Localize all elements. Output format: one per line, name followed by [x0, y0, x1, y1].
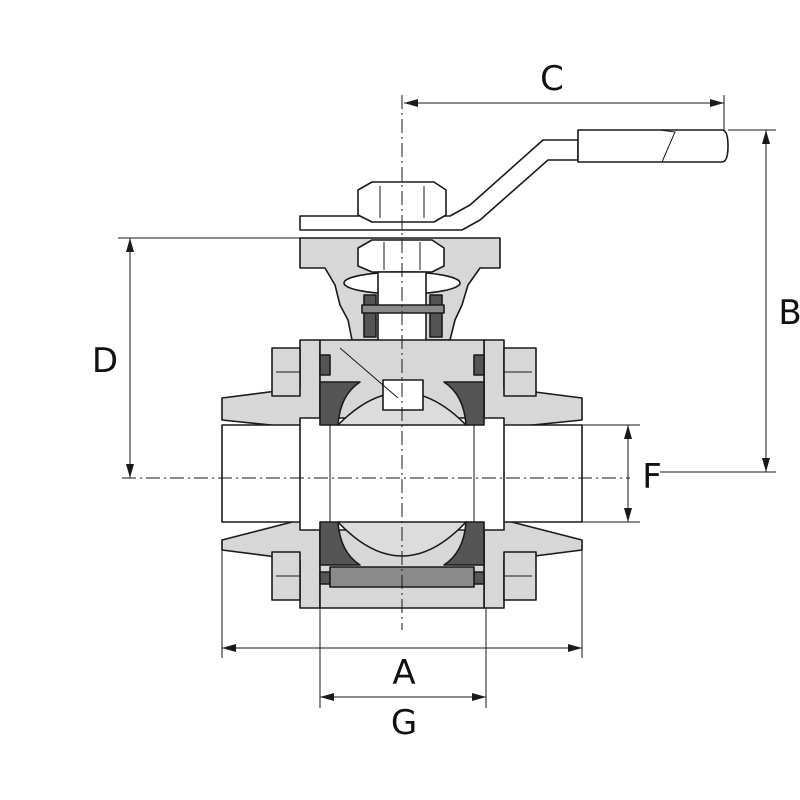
dimension-d: D [92, 237, 300, 478]
dimension-label-d: D [92, 341, 118, 381]
dimension-label-f: F [642, 457, 662, 497]
dimension-g: G [319, 608, 487, 743]
seats [319, 354, 485, 585]
dimension-label-b: B [778, 293, 800, 333]
dimension-a: A [221, 550, 583, 693]
dimension-label-g: G [391, 703, 417, 743]
dimension-f: F [582, 424, 662, 523]
end-cap-left [221, 339, 321, 609]
dimension-c: C [404, 59, 725, 130]
handle-lever [299, 129, 729, 231]
dimension-label-c: C [540, 59, 564, 99]
dimension-label-a: A [392, 653, 415, 693]
dimension-b: B [660, 129, 800, 473]
